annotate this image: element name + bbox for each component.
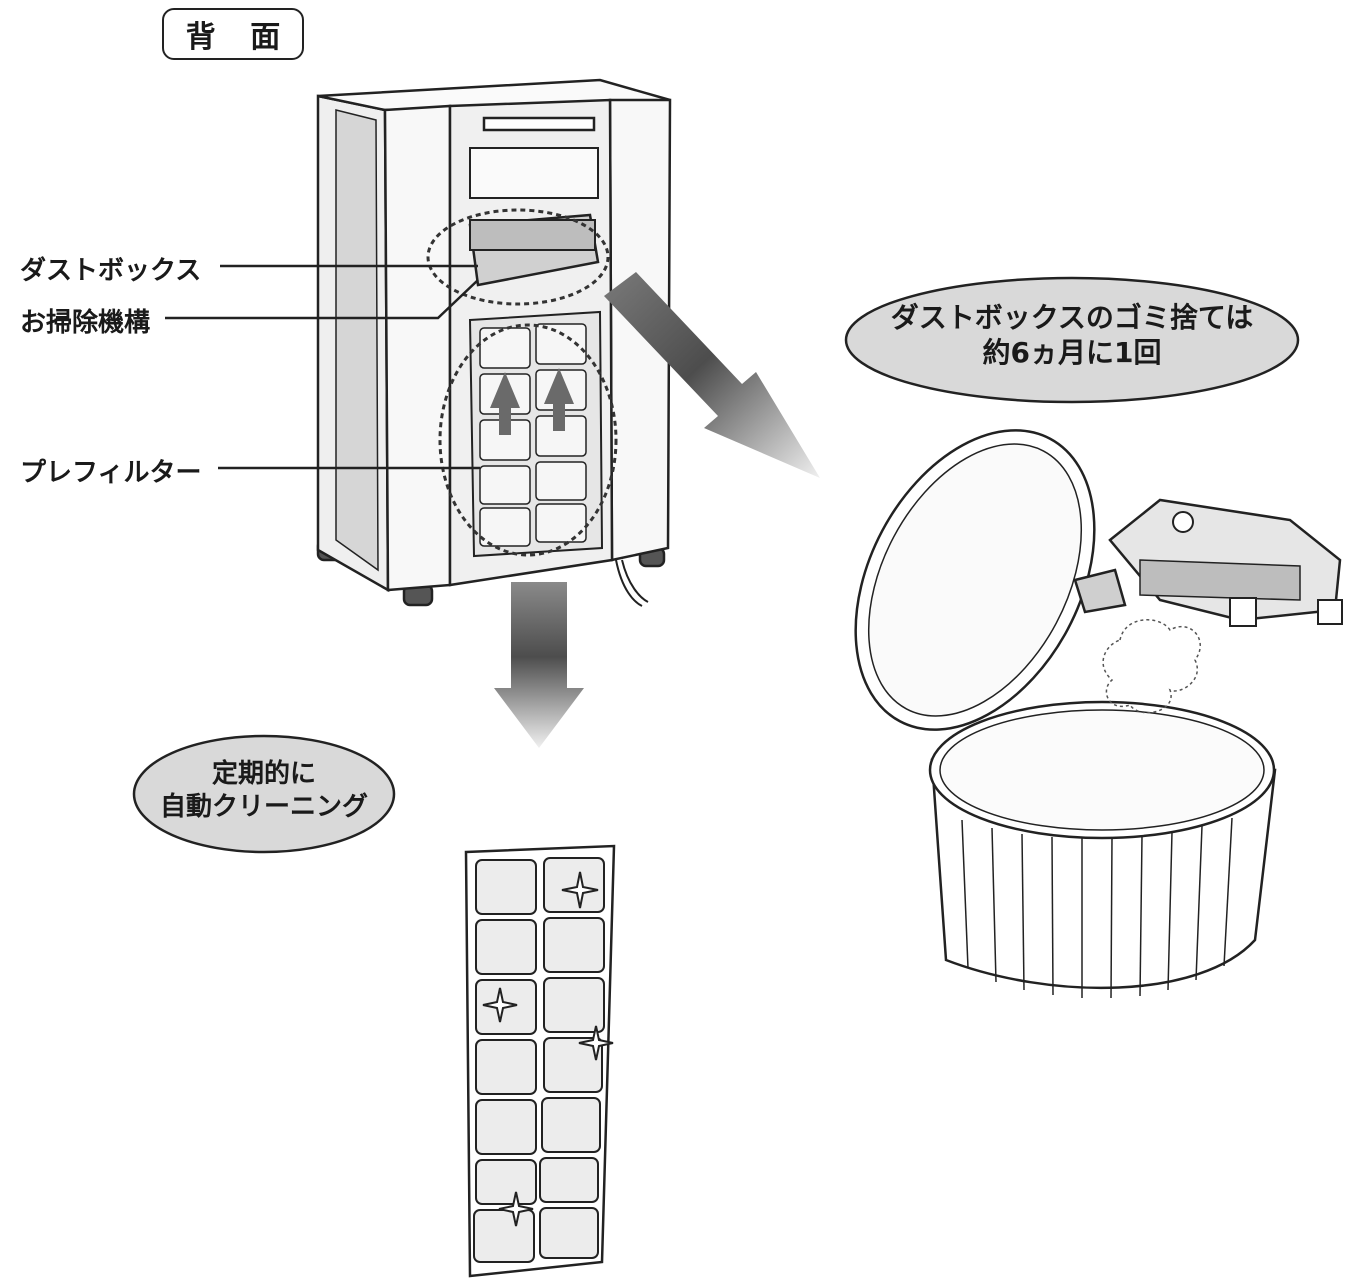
diagonal-arrow: [604, 272, 820, 478]
highlight-ellipses: [426, 208, 618, 557]
trash-can: [854, 429, 1277, 999]
air-purifier-rear-view: [316, 78, 672, 607]
auto-clean-bubble: 定期的に 自動クリーニング: [134, 758, 394, 823]
up-arrow-icon: [490, 368, 574, 435]
dust-cloud: [1102, 619, 1201, 714]
down-arrow: [494, 582, 584, 748]
dust-disposal-bubble-shape: [844, 276, 1300, 404]
callout-dust-box: ダストボックス: [20, 256, 202, 286]
dust-box-removed: [1073, 498, 1343, 627]
auto-clean-bubble-shape: [132, 734, 396, 854]
clean-prefilter: [464, 844, 616, 1278]
callout-prefilter: プレフィルター: [20, 458, 202, 488]
view-label: 背 面: [162, 8, 304, 60]
auto-clean-line2: 自動クリーニング: [159, 791, 368, 822]
dust-disposal-line2: 約6ヵ月に1回: [982, 336, 1162, 369]
dust-disposal-line1: ダストボックスのゴミ捨ては: [890, 301, 1254, 334]
sparkle-icon: [482, 871, 614, 1227]
auto-clean-line1: 定期的に: [211, 759, 316, 789]
leader-lines: [165, 264, 480, 470]
callout-cleaning-mechanism: お掃除機構: [20, 308, 151, 338]
dust-disposal-bubble: ダストボックスのゴミ捨ては 約6ヵ月に1回: [846, 300, 1298, 370]
